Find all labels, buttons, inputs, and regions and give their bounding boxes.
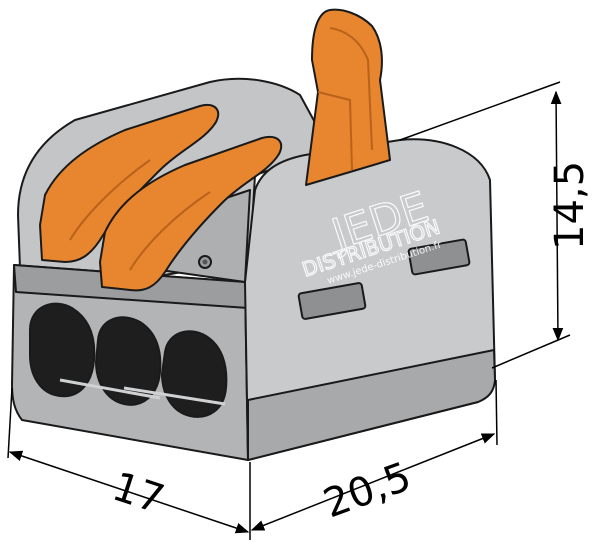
side-window-left: [297, 282, 367, 320]
dim-height-line: [550, 90, 564, 342]
dim-width-label: 17: [107, 464, 170, 523]
connector-housing: [11, 77, 496, 461]
housing-side-bottom-band: [247, 349, 496, 461]
lever-closed-1[interactable]: [39, 104, 220, 263]
orange-levers: [39, 8, 391, 292]
wire-hole-1: [29, 302, 96, 398]
dim-width-line: [8, 450, 250, 534]
lever-closed-2[interactable]: [99, 136, 283, 292]
dim-height-label: 14,5: [547, 161, 593, 250]
lever-open[interactable]: [305, 8, 391, 186]
dim-depth-label: 20,5: [318, 454, 417, 528]
wire-hole-2: [95, 316, 162, 406]
dimension-lines: [7, 81, 571, 540]
side-window-right: [407, 238, 471, 276]
dim-depth-line: [250, 433, 496, 531]
